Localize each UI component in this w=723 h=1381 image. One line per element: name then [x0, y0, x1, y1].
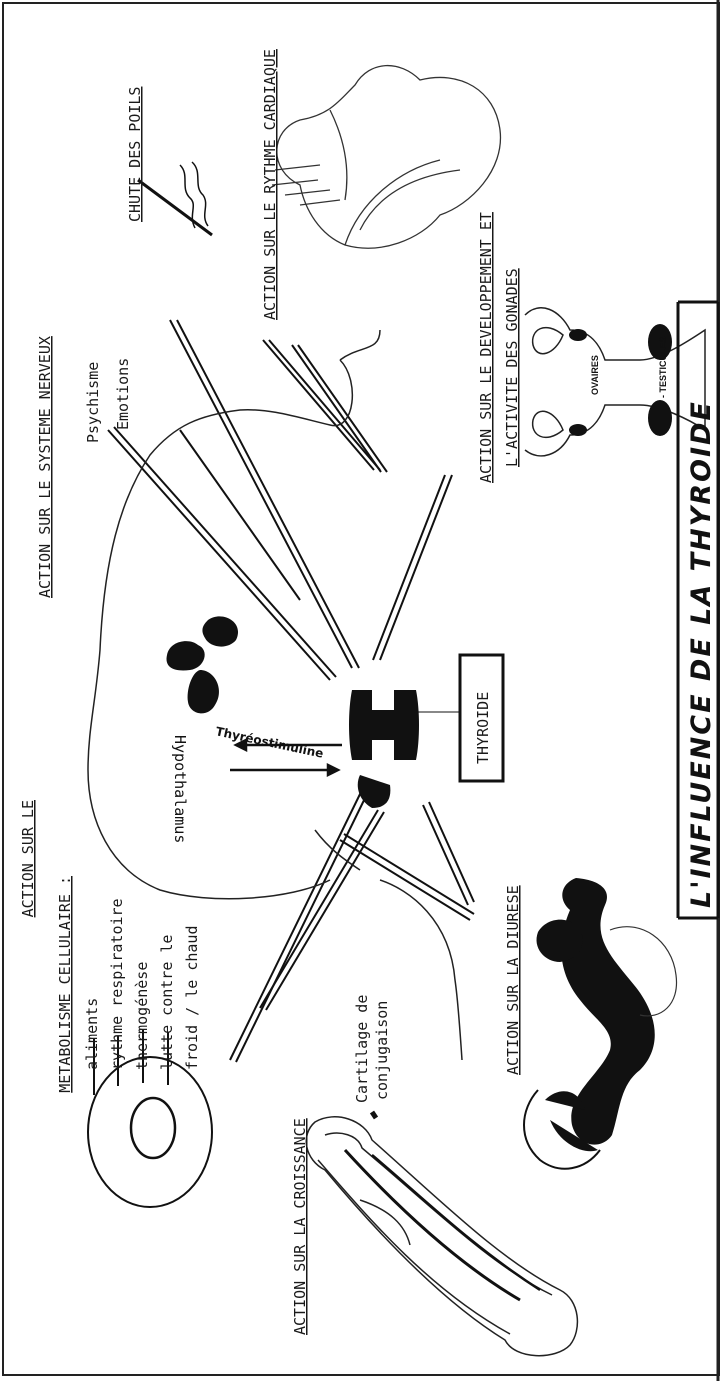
diuresis-label: ACTION SUR LA DIURESE	[504, 885, 522, 1075]
hormone-label: Thyréostimuline	[214, 724, 324, 761]
nervous-item-emotions: Emotions	[114, 358, 132, 430]
metabolism-item-4: lutte contre le	[158, 935, 176, 1070]
gonads-label-line1: ACTION SUR LE DEVELOPPEMENT ET	[477, 212, 495, 483]
growth-label: ACTION SUR LA CROISSANCE	[291, 1118, 309, 1335]
metabolism-item-1: aliments	[83, 998, 101, 1070]
metabolism-label-line1: ACTION SUR LE	[19, 800, 37, 917]
bone-illustration	[306, 1117, 577, 1356]
hair-loss-label: CHUTE DES POILS	[126, 87, 144, 222]
kidney-illustration	[524, 878, 677, 1169]
heart-rhythm-label: ACTION SUR LE RYTHME CARDIAQUE	[261, 49, 279, 320]
thyroid-gland	[349, 690, 419, 760]
thyroid-label: THYROIDE	[474, 692, 492, 764]
cartilage-marker	[372, 1112, 376, 1118]
hair-illustration	[138, 162, 212, 235]
ovaries-label: OVAIRES	[590, 355, 600, 395]
metabolism-item-5: froid / le chaud	[183, 926, 201, 1071]
nervous-system-label: ACTION SUR LE SYSTEME NERVEUX	[36, 336, 54, 598]
gonads-label-line2: L'ACTIVITE DES GONADES	[503, 268, 521, 467]
hypothalamus-label: Hypothalamus	[171, 735, 189, 843]
cartilage-note-line2: conjugaison	[373, 1001, 391, 1100]
testicles-label: - TESTICULES	[658, 336, 668, 398]
metabolism-label-line2: METABOLISME CELLULAIRE :	[56, 876, 74, 1093]
heart-illustration	[272, 66, 500, 249]
metabolism-item-3: thermogénèse	[133, 962, 151, 1070]
cartilage-note-line1: Cartilage de	[353, 995, 371, 1103]
nervous-item-psychisme: Psychisme	[84, 362, 102, 443]
metabolism-item-2: rythme respiratoire	[108, 898, 126, 1070]
hypothalamus-shape	[167, 616, 239, 713]
page-title: L'INFLUENCE DE LA THYROIDE	[686, 400, 717, 908]
